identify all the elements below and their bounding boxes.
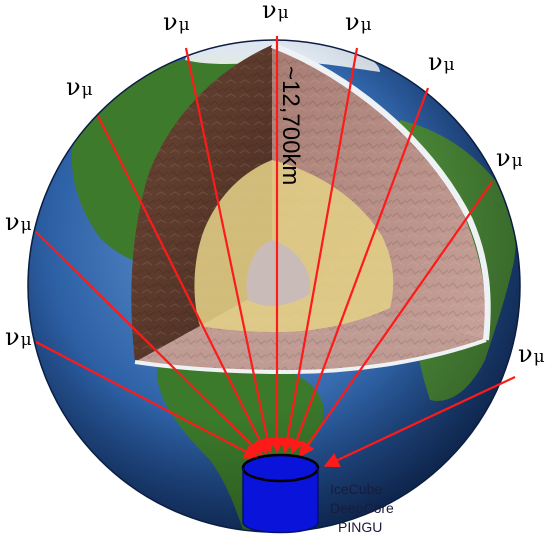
- neutrino-label-3: νμ: [66, 73, 93, 101]
- outer-core: [194, 160, 394, 332]
- detector-label-deepcore: DeepCore: [330, 500, 394, 516]
- inner-core: [246, 240, 310, 306]
- ice-edge-right: [270, 42, 491, 341]
- neutrino-ray-8: [299, 181, 493, 458]
- neutrino-ray-1: [35, 341, 260, 459]
- detector-labels: IceCube DeepCore PINGU: [330, 481, 394, 535]
- neutrino-label-2: νμ: [5, 208, 32, 236]
- neutrino-ray-4: [184, 47, 275, 454]
- neutrino-label-4: νμ: [163, 8, 190, 36]
- neutrino-labels: νμ νμ νμ νμ νμ νμ νμ νμ νμ: [5, 0, 545, 368]
- neutrino-label-9: νμ: [518, 340, 545, 368]
- neutrino-ray-6: [279, 47, 359, 454]
- neutrino-ray-3: [97, 115, 267, 455]
- detector-cylinder-top: [241, 453, 320, 483]
- neutrino-label-5: νμ: [262, 0, 289, 24]
- detector: [241, 453, 320, 534]
- neutrino-ray-9: [323, 376, 516, 468]
- ice-edge-bottom: [134, 338, 487, 375]
- neutrino-label-8: νμ: [496, 144, 523, 172]
- neutrino-label-7: νμ: [428, 48, 455, 76]
- neutrino-ray-2: [35, 231, 264, 457]
- detector-label-icecube: IceCube: [330, 481, 382, 497]
- neutrino-label-6: νμ: [345, 8, 372, 36]
- diameter-label: ~12,700km: [277, 66, 304, 185]
- detector-label-pingu: PINGU: [338, 519, 382, 535]
- neutrino-ray-7: [289, 87, 430, 455]
- detector-cylinder-body: [243, 468, 318, 533]
- neutrino-label-1: νμ: [5, 323, 32, 351]
- neutrino-rays: [35, 36, 516, 468]
